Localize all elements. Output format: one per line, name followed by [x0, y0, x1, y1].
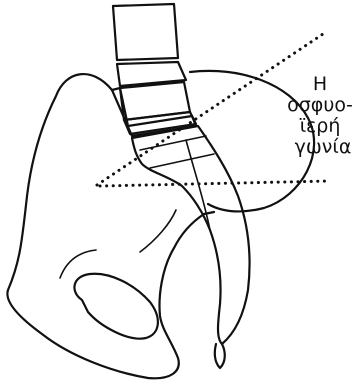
- angle-label-line-4: γωνία: [295, 136, 352, 158]
- pelvic-inner-contour: [140, 210, 176, 252]
- horizontal-reference-line: [100, 181, 330, 186]
- angle-label: Η οσφυο- ϊερή γωνία: [287, 73, 359, 158]
- sacrum-segment-line: [150, 154, 214, 168]
- pelvic-bone-outline: [7, 74, 214, 378]
- obturator-foramen: [74, 274, 157, 339]
- sacrum-segment-line: [140, 136, 206, 150]
- coccyx: [215, 344, 225, 368]
- angle-label-line-2: οσφυο-: [287, 94, 353, 116]
- vertebra-l3: [113, 4, 178, 60]
- angle-label-line-1: Η: [313, 73, 327, 95]
- angle-label-line-3: ϊερή: [300, 115, 341, 137]
